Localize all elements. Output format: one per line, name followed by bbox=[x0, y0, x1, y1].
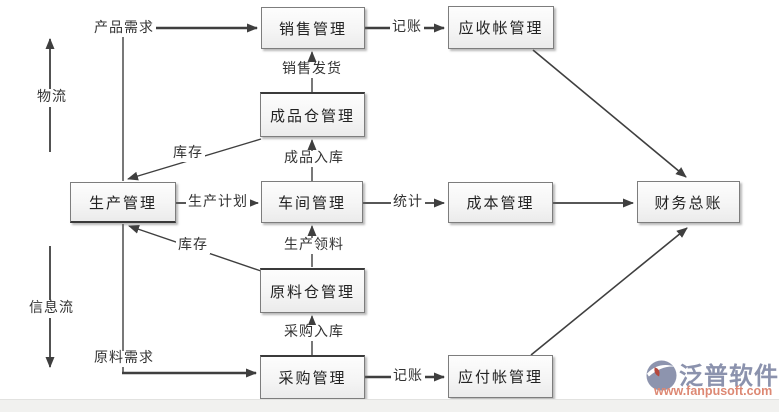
bottom-page-strip bbox=[0, 399, 779, 412]
edge-label-purchase-inbound: 采购入库 bbox=[282, 325, 346, 341]
node-purchase-mgmt: 采购管理 bbox=[260, 355, 365, 399]
node-general-ledger: 财务总账 bbox=[637, 181, 740, 223]
node-fg-warehouse-mgmt: 成品仓管理 bbox=[260, 92, 365, 137]
node-production-mgmt: 生产管理 bbox=[70, 182, 176, 223]
edge-payable-to-ledger bbox=[530, 227, 688, 356]
node-payable-mgmt: 应付帐管理 bbox=[448, 355, 553, 398]
edge-label-product-demand: 产品需求 bbox=[92, 21, 156, 37]
edge-receivable-to-ledger bbox=[532, 49, 687, 178]
watermark-brand-text: 泛普软件 bbox=[679, 363, 779, 390]
information-flow-label: 信息流 bbox=[27, 300, 76, 318]
material-flow-label: 物流 bbox=[35, 89, 69, 107]
edge-label-bookkeeping-top: 记账 bbox=[390, 20, 424, 36]
edge-label-production-picking: 生产领料 bbox=[282, 238, 346, 254]
node-cost-mgmt: 成本管理 bbox=[448, 182, 553, 223]
node-rm-warehouse-mgmt: 原料仓管理 bbox=[260, 268, 365, 313]
edge-label-production-plan: 生产计划 bbox=[186, 195, 250, 211]
edge-label-fg-inbound: 成品入库 bbox=[282, 151, 346, 167]
fanpu-logo-icon bbox=[646, 360, 677, 391]
watermark: 泛普软件 www.fanpusoft.com bbox=[644, 356, 779, 402]
watermark-url-text: www.fanpusoft.com bbox=[654, 384, 773, 398]
edge-label-sales-shipping: 销售发货 bbox=[280, 62, 344, 78]
node-workshop-mgmt: 车间管理 bbox=[261, 181, 363, 223]
edge-label-statistics: 统计 bbox=[391, 195, 425, 211]
edge-label-stock-top: 库存 bbox=[171, 146, 205, 162]
edge-label-bookkeeping-bottom: 记账 bbox=[391, 369, 425, 385]
node-sales-mgmt: 销售管理 bbox=[261, 7, 365, 49]
node-receivable-mgmt: 应收帐管理 bbox=[448, 6, 554, 49]
edge-label-stock-bottom: 库存 bbox=[176, 238, 210, 254]
edge-label-material-demand: 原料需求 bbox=[92, 351, 156, 367]
